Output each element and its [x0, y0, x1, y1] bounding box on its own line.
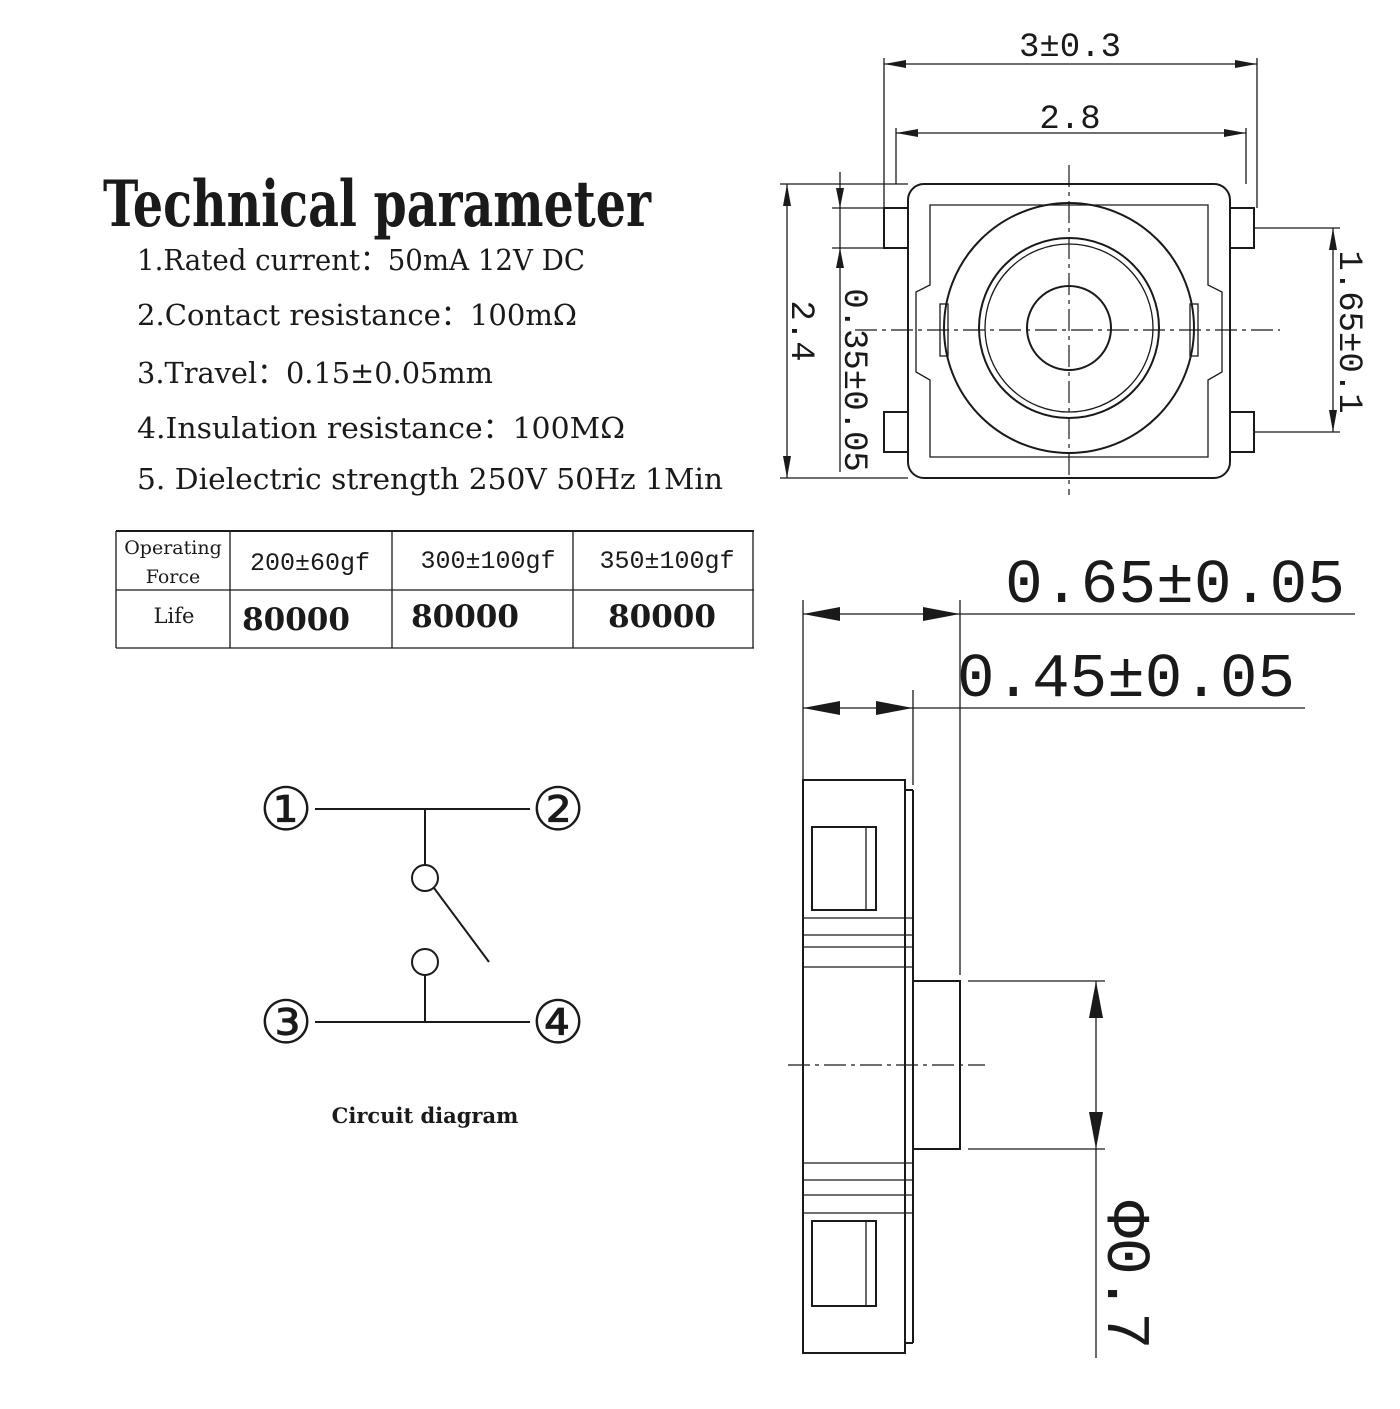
dim-pad-pitch: 1.65±0.1 — [1329, 250, 1367, 413]
pin-4-label: ④ — [531, 988, 585, 1058]
table-life-2: 80000 — [411, 599, 519, 635]
param-rated-current: 1.Rated current：50mA 12V DC — [137, 243, 585, 277]
table-label-operating: Operating — [124, 537, 222, 559]
dim-height: 2.4 — [781, 300, 819, 361]
table-label-life: Life — [154, 604, 195, 628]
table-force-200: 200±60gf — [250, 549, 370, 578]
param-contact-resistance: 2.Contact resistance：100mΩ — [137, 298, 577, 332]
table-label-force: Force — [146, 566, 201, 588]
param-travel: 3.Travel：0.15±0.05mm — [137, 356, 493, 390]
table-life-3: 80000 — [608, 599, 716, 635]
dim-width-inner: 2.8 — [1039, 101, 1100, 139]
param-dielectric-strength: 5. Dielectric strength 250V 50Hz 1Min — [137, 462, 723, 496]
page-title: Technical parameter — [103, 167, 652, 242]
dim-actuator-diameter: Φ0.7 — [1089, 1201, 1160, 1350]
table-life-1: 80000 — [242, 602, 350, 638]
top-view-drawing: 3±0.3 2.8 2.4 0.35±0.05 1.65±0.1 — [780, 29, 1367, 495]
dim-side-total: 0.65±0.05 — [1005, 550, 1345, 621]
spec-table: Operating Force 200±60gf 300±100gf 350±1… — [115, 530, 754, 649]
param-insulation-resistance: 4.Insulation resistance：100MΩ — [137, 411, 625, 445]
pin-1-label: ① — [259, 775, 313, 845]
side-view-drawing: 0.65±0.05 0.45±0.05 Φ0.7 — [788, 550, 1355, 1358]
dim-pad-width: 0.35±0.05 — [834, 288, 872, 472]
table-force-350: 350±100gf — [599, 547, 734, 576]
dim-width-outer: 3±0.3 — [1019, 29, 1121, 67]
parameter-list: 1.Rated current：50mA 12V DC 2.Contact re… — [137, 243, 723, 496]
circuit-diagram: ① ② ③ ④ Circuit diagram — [259, 775, 585, 1128]
circuit-caption: Circuit diagram — [332, 1103, 519, 1128]
pin-3-label: ③ — [259, 988, 313, 1058]
pin-2-label: ② — [531, 775, 585, 845]
dim-side-body: 0.45±0.05 — [957, 644, 1295, 715]
table-force-300: 300±100gf — [420, 547, 555, 576]
